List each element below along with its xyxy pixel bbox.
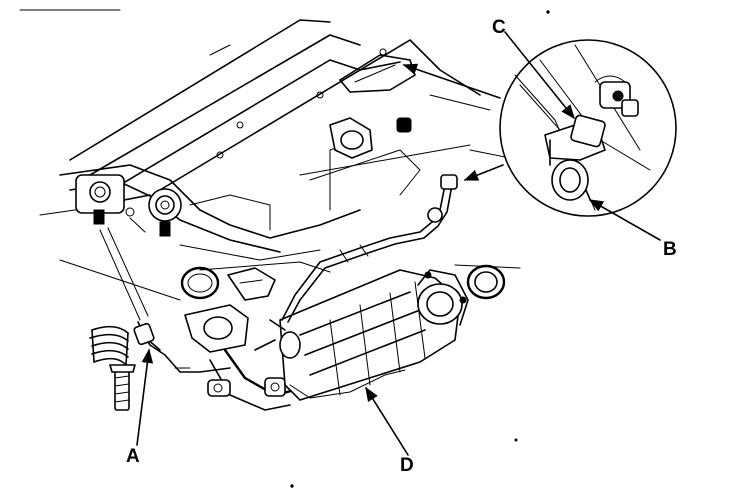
spring-bolt-assembly [89,325,136,411]
front-pipe [184,304,297,411]
flange-gasket-left [180,266,276,301]
detail-magnifier [499,39,677,217]
engine-mount-cluster [75,174,182,237]
scan-specks [290,10,550,488]
callout-label-a: A [126,446,140,467]
gasket-ring-right [454,264,521,300]
oxygen-sensor-a [99,227,231,373]
callout-label-b: B [663,239,677,260]
catalytic-converter [254,269,469,401]
vehicle-frame [19,9,521,301]
callout-label-d: D [400,455,414,476]
oxygen-sensor-wiring [281,117,458,323]
callout-label-c: C [492,17,506,38]
leader-lines [136,31,661,456]
